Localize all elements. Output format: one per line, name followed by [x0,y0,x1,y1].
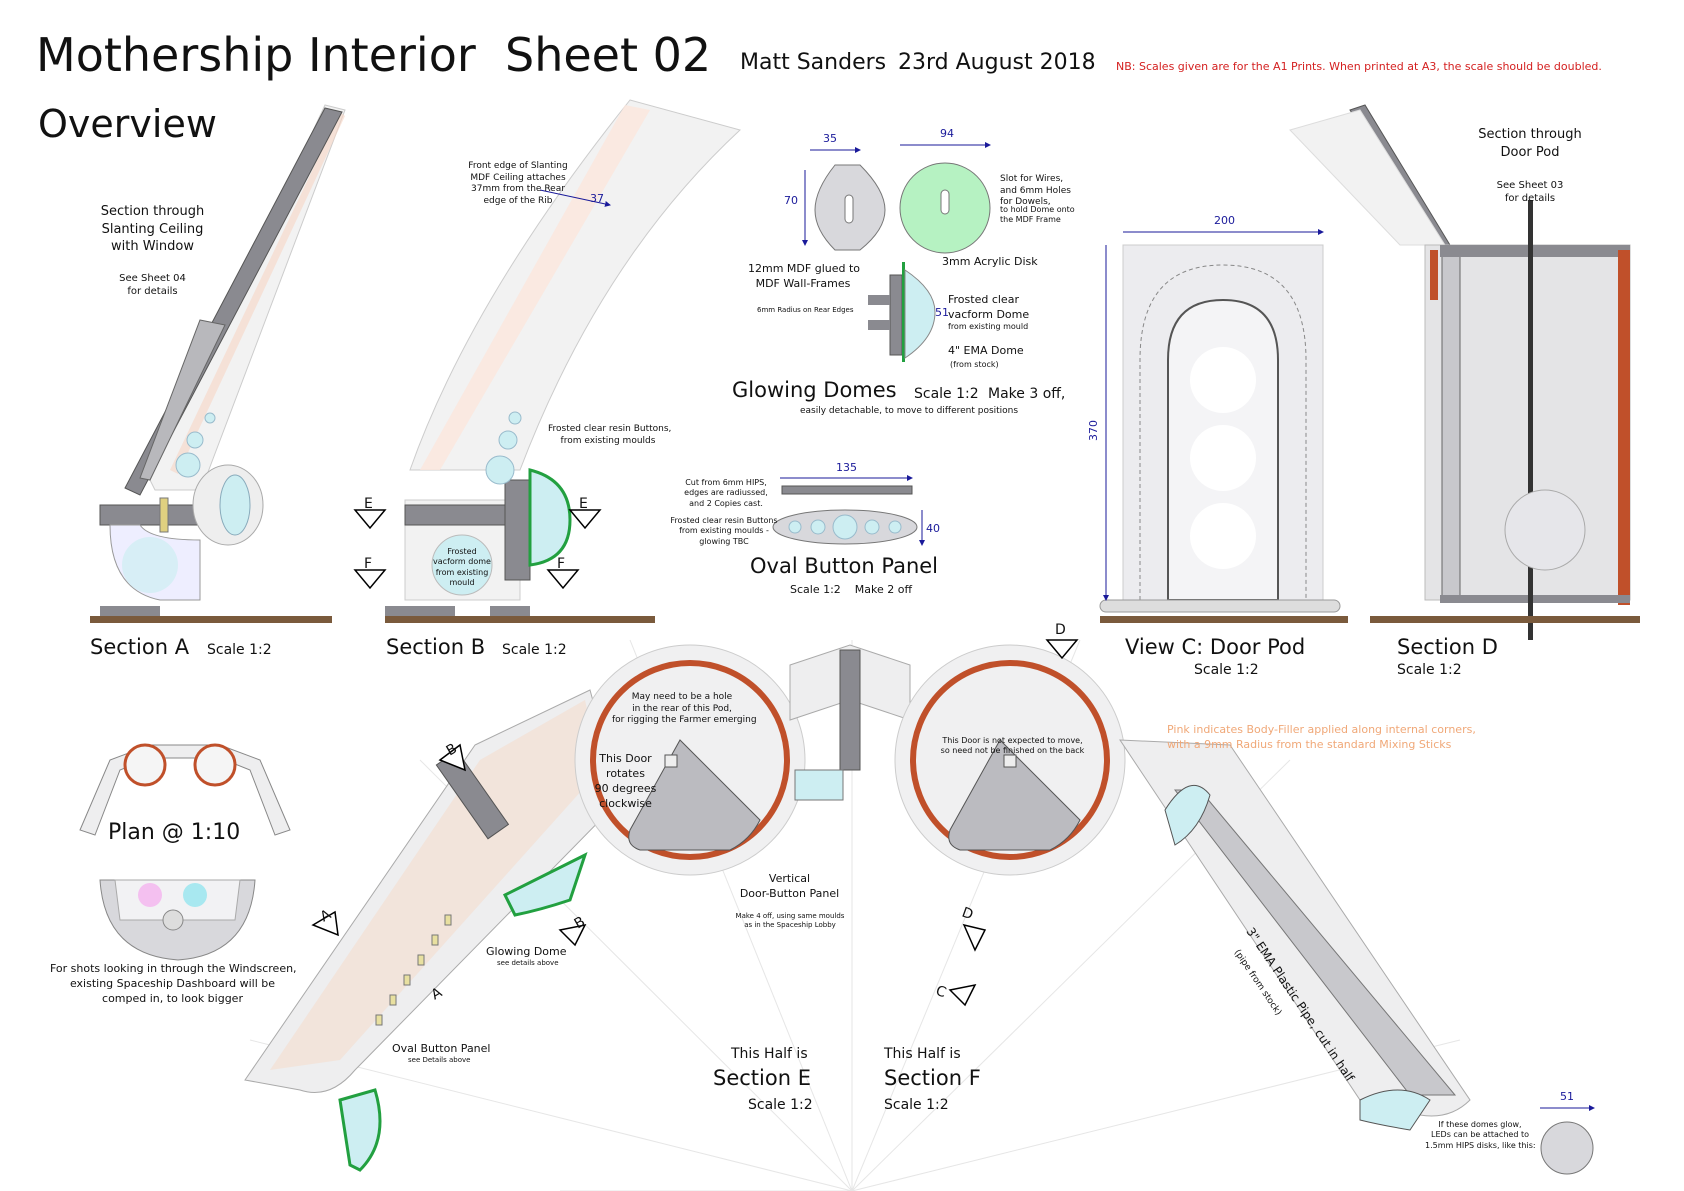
ema-sub: (from stock) [950,360,999,369]
view-c-scale: Scale 1:2 [1194,662,1259,678]
construction-lines [249,639,1461,1191]
half-e-line3: Scale 1:2 [748,1097,813,1113]
section-b-label: Section B [386,635,486,659]
pink-note: Pink indicates Body-Filler applied along… [1167,723,1476,752]
half-e-line2: Section E [713,1066,811,1090]
glowing-domes-make: Make 3 off, [988,386,1066,402]
glowing-domes-title: Glowing Domes [732,378,897,402]
section-d-scale: Scale 1:2 [1397,662,1462,678]
section-d-drawing [1289,104,1640,640]
half-f-line1: This Half is [884,1046,961,1062]
plan-oval-label: Oval Button Panel [392,1042,491,1055]
oval-cut-note: Cut from 6mm HIPS,edges are radiussed,an… [684,478,768,508]
oval-panel-sub: Scale 1:2 Make 2 off [790,583,913,596]
glowing-domes-scale: Scale 1:2 [914,386,979,402]
radius-note: 6mm Radius on Rear Edges [757,306,854,314]
marker-shapes [311,509,1079,1007]
dome-dim-35: 35 [823,132,837,145]
dome-dim-94: 94 [940,127,954,140]
dome-dim-70: 70 [784,194,798,207]
small-plan-drawing [79,743,291,961]
half-f-line2: Section F [884,1066,981,1090]
page-title: Mothership Interior [36,28,476,82]
glowing-domes-sub: easily detachable, to move to different … [800,406,1019,416]
oval-button-panel-drawing [772,475,925,546]
dome-dim-51: 51 [935,306,949,319]
section-b-buttons-note: Frosted clear resin Buttons,from existin… [548,424,672,446]
overview-heading: Overview [38,102,217,146]
section-a-scale: Scale 1:2 [207,642,272,658]
view-c-dim-370: 370 [1087,420,1100,441]
plan-windscreen-note: For shots looking in through the Windscr… [50,962,297,1005]
section-a-drawing [90,104,346,623]
view-c-drawing [1099,229,1348,623]
plan-oval-see: see Details above [408,1056,471,1064]
plan-glowing-dome-label: Glowing Dome [486,945,567,958]
section-d-label: Section D [1397,635,1498,659]
sheet-date: 23rd August 2018 [898,50,1096,75]
marker-f-right: F [557,556,566,572]
oval-dim-135: 135 [836,461,857,474]
marker-d-top: D [1055,622,1066,638]
led-dim-51: 51 [1560,1090,1574,1103]
marker-e-right: E [579,496,588,512]
section-b-scale: Scale 1:2 [502,642,567,658]
scale-note: NB: Scales given are for the A1 Prints. … [1116,60,1602,73]
frosted-sub: from existing mould [948,322,1029,331]
door-fixed-note: This Door is not expected to move,so nee… [940,736,1085,756]
view-c-dim-200: 200 [1214,214,1235,227]
oval-panel-title: Oval Button Panel [750,554,939,578]
section-b-dim-37: 37 [590,192,604,205]
marker-e-left: E [364,496,373,512]
half-e-line1: This Half is [731,1046,808,1062]
plan-glowing-dome-see: see details above [497,959,559,967]
ema-note: 4" EMA Dome [948,344,1024,357]
section-a-label: Section A [90,635,190,659]
marker-f-left: F [364,556,373,572]
acrylic-note: 3mm Acrylic Disk [942,255,1038,268]
view-c-label: View C: Door Pod [1125,635,1306,659]
sheet-number: Sheet 02 [505,28,712,82]
oval-dim-40: 40 [926,522,940,535]
section-b-drawing [385,99,741,623]
glowing-domes-drawing [802,142,991,362]
plan-drawing [244,644,1595,1175]
author-name: Matt Sanders [740,50,887,75]
half-f-line3: Scale 1:2 [884,1097,949,1113]
led-note: If these domes glow,LEDs can be attached… [1425,1120,1536,1150]
plan-title: Plan @ 1:10 [108,820,241,845]
